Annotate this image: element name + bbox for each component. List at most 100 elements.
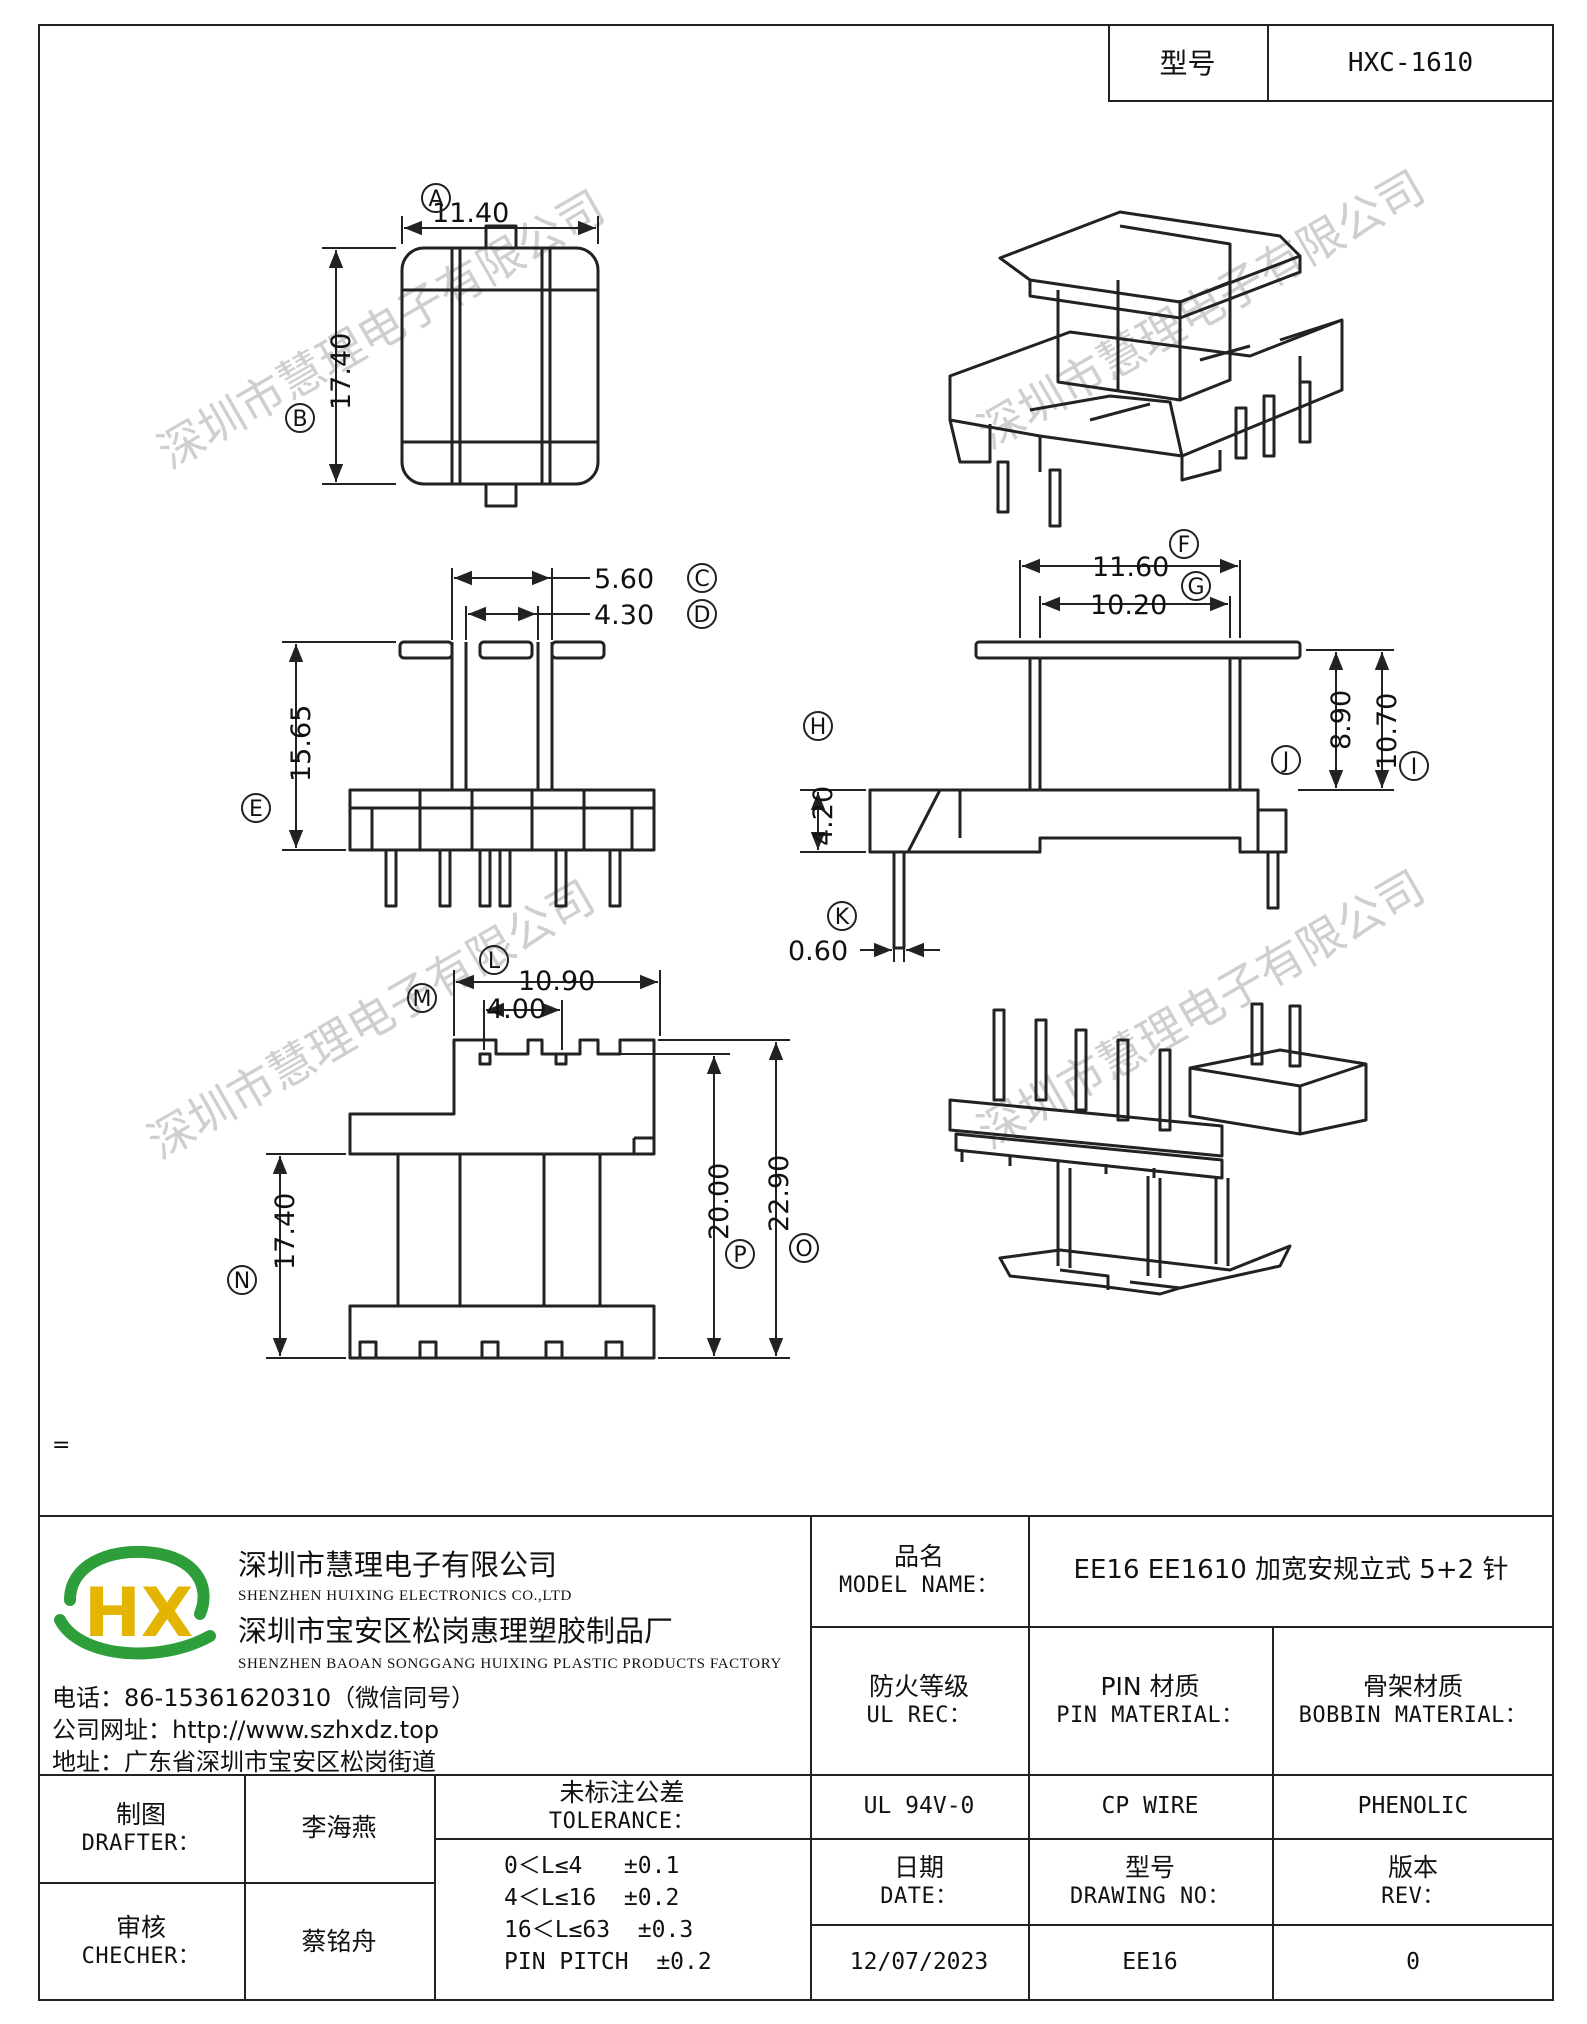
tb-line-3b (810, 1838, 1554, 1840)
checker-value: 蔡铭舟 (301, 1926, 377, 1956)
dim-i-value: 10.70 (1372, 693, 1403, 770)
title-block-top (38, 1515, 1554, 1517)
tb-line-2 (38, 1774, 1554, 1776)
watermark-1: 深圳市慧理电子有限公司 (149, 180, 614, 480)
drawing-no-en: DRAWING NO： (1070, 1883, 1230, 1909)
dimension-values: 11.40 17.40 5.60 4.30 15.65 11.60 10.20 … (270, 198, 1403, 1270)
dim-m-value: 4.00 (486, 994, 546, 1025)
pin-material-zh: PIN 材质 (1100, 1671, 1200, 1701)
isometric-view-bottom (948, 1002, 1368, 1296)
dim-lines-view4 (266, 970, 790, 1359)
drafter-value: 李海燕 (301, 1813, 377, 1843)
pin-material-value: CP WIRE (1101, 1792, 1199, 1819)
svg-text:H: H (810, 715, 827, 740)
header-model-value: HXC-1610 (1347, 47, 1474, 78)
bobbin-material-zh: 骨架材质 (1362, 1671, 1463, 1701)
isometric-view-top (948, 210, 1344, 528)
dim-p-value: 20.00 (704, 1163, 735, 1240)
tb-line-4 (38, 1882, 434, 1884)
top-view (400, 224, 600, 508)
svg-text:M: M (413, 987, 432, 1012)
letter-o: O (789, 1233, 819, 1263)
dim-lines-view1 (322, 216, 599, 485)
rev-value: 0 (1406, 1949, 1420, 1976)
company-name-en: SHENZHEN HUIXING ELECTRONICS CO.,LTD (238, 1588, 572, 1604)
factory-name-zh: 深圳市宝安区松岗惠理塑胶制品厂 (238, 1614, 674, 1648)
header-model-label: 型号 (1159, 46, 1216, 80)
svg-text:A: A (428, 187, 443, 212)
dim-f-value: 11.60 (1092, 552, 1169, 583)
svg-text:B: B (292, 407, 307, 432)
tolerance-line: 4＜L≤16 ±0.2 (504, 1885, 680, 1911)
tb-vline-2 (1028, 1515, 1030, 2001)
dim-d-value: 4.30 (594, 600, 654, 631)
letter-n: N (227, 1265, 257, 1295)
tolerance-label: 未标注公差 TOLERANCE： (434, 1774, 810, 1838)
letter-j: J (1271, 745, 1301, 775)
model-name-zh: 品名 (893, 1542, 944, 1572)
tb-line-1 (810, 1626, 1554, 1628)
ul-rec-en: UL REC： (866, 1702, 972, 1728)
letter-g: G (1181, 571, 1211, 601)
svg-text:N: N (234, 1269, 250, 1294)
date-en: DATE： (880, 1883, 958, 1909)
company-website[interactable]: 公司网址：http://www.szhxdz.top (52, 1716, 440, 1744)
company-name-zh: 深圳市慧理电子有限公司 (238, 1548, 558, 1582)
letter-b: B (285, 403, 315, 433)
letter-l: L (479, 945, 509, 975)
side-view (868, 640, 1302, 950)
tb-vline-3 (1272, 1626, 1274, 2001)
rev-label: 版本 REV： (1272, 1838, 1554, 1924)
tolerance-line: 0＜L≤4 ±0.1 (504, 1853, 680, 1879)
drawing-frame (38, 24, 1554, 2001)
drafter-label: 制图 DRAFTER： (38, 1774, 244, 1882)
dim-lines-view3 (800, 558, 1394, 962)
rev-zh: 版本 (1387, 1852, 1438, 1882)
bobbin-material-en: BOBBIN MATERIAL： (1298, 1702, 1528, 1728)
logo-letters: HX (84, 1574, 193, 1653)
letter-h: H (803, 711, 833, 741)
bobbin-material-value: PHENOLIC (1357, 1792, 1469, 1819)
date-label: 日期 DATE： (810, 1838, 1028, 1924)
letter-k: K (827, 901, 857, 931)
svg-text:L: L (488, 949, 501, 974)
letter-e: E (241, 793, 271, 823)
bobbin-material-label: 骨架材质 BOBBIN MATERIAL： (1272, 1626, 1554, 1774)
stray-mark: = (52, 1433, 70, 1458)
bottom-view (348, 1038, 656, 1360)
letter-c: C (687, 563, 717, 593)
svg-text:E: E (249, 797, 263, 822)
model-name-en: MODEL NAME： (839, 1573, 999, 1599)
ul-rec-value: UL 94V-0 (863, 1792, 975, 1819)
dim-n-value: 17.40 (270, 1193, 301, 1270)
pin-material-label: PIN 材质 PIN MATERIAL： (1028, 1626, 1272, 1774)
letter-i: I (1399, 751, 1429, 781)
dim-b-value: 17.40 (326, 333, 357, 410)
svg-text:I: I (1411, 755, 1418, 780)
ul-rec-zh: 防火等级 (868, 1671, 969, 1701)
dimension-letters: A B C D E F G H I J K L M N O P (227, 183, 1429, 1295)
tolerance-list: 0＜L≤4 ±0.1 4＜L≤16 ±0.2 16＜L≤63 ±0.3 PIN … (504, 1850, 712, 1978)
tolerance-zh: 未标注公差 (559, 1777, 685, 1807)
date-value: 12/07/2023 (849, 1949, 989, 1976)
letter-f: F (1169, 529, 1199, 559)
header-model-box (1108, 24, 1554, 102)
letter-d: D (687, 599, 717, 629)
tb-vline-main (810, 1515, 812, 2001)
dim-j-value: 8.90 (1326, 690, 1357, 750)
company-address: 地址：广东省深圳市宝安区松岗街道 (52, 1748, 436, 1776)
company-logo: HX (54, 1545, 216, 1660)
dim-l-value: 10.90 (518, 966, 595, 997)
header-divider (1267, 24, 1269, 102)
letter-m: M (407, 983, 437, 1013)
company-phone: 电话：86-15361620310（微信同号） (52, 1684, 476, 1712)
dim-k-value: 0.60 (788, 936, 848, 967)
svg-text:G: G (1187, 575, 1204, 600)
svg-text:J: J (1281, 749, 1290, 774)
drafter-zh: 制图 (115, 1799, 166, 1829)
svg-text:C: C (694, 567, 709, 592)
technical-drawing: 深圳市慧理电子有限公司 深圳市慧理电子有限公司 深圳市慧理电子有限公司 深圳市慧… (52, 160, 1434, 1458)
svg-text:P: P (733, 1243, 746, 1268)
drawing-no-value: EE16 (1122, 1949, 1178, 1976)
dim-a-value: 11.40 (432, 198, 509, 229)
